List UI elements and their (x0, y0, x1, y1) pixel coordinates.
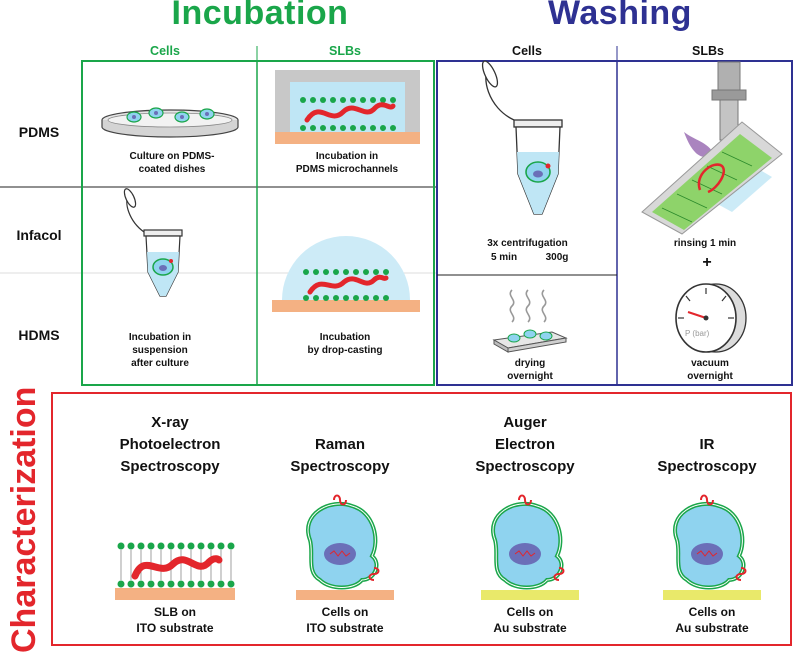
caption-rinsing: rinsing 1 min (673, 238, 737, 249)
eppendorf-tube-illustration (123, 188, 183, 297)
washing-slbs-column-label: SLBs (692, 44, 724, 58)
incubation-cells-column-label: Cells (150, 44, 180, 58)
petri-dish-illustration (101, 107, 239, 138)
drop-casting-illustration (272, 236, 420, 312)
method-auger: Auger Electron Spectroscopy (475, 414, 575, 475)
pdms-microchannel-illustration (275, 70, 420, 144)
characterization-header: Characterization (5, 386, 43, 653)
ir-cell-illustration (663, 494, 761, 600)
method-raman: Raman Spectroscopy (290, 436, 390, 475)
raman-cell-illustration (296, 494, 394, 600)
method-xps: X-ray Photoelectron Spectroscopy (119, 414, 221, 475)
method-ir: IR Spectroscopy (657, 436, 757, 475)
caption-hdms-cells: Incubation in suspension after culture (128, 332, 192, 369)
centrifuge-tube-illustration (481, 60, 563, 215)
vacuum-gauge-illustration (675, 283, 747, 353)
gauge-scale-label: P (bar) (685, 329, 710, 338)
drying-illustration (492, 289, 568, 353)
row-label-pdms: PDMS (18, 124, 60, 140)
auger-cell-illustration (481, 494, 579, 600)
rinsing-nozzle-illustration (641, 61, 783, 235)
caption-pdms-cells: Culture on PDMS- coated dishes (129, 151, 215, 175)
row-label-hdms: HDMS (18, 327, 60, 343)
sample-auger: Cells on Au substrate (493, 605, 567, 635)
incubation-header: Incubation (171, 0, 349, 32)
caption-drying: drying overnight (507, 358, 553, 382)
caption-hdms-slbs: Incubation by drop-casting (307, 332, 383, 356)
caption-vacuum: vacuum overnight (687, 358, 733, 382)
caption-centrifugation-time: 5 min (490, 252, 518, 263)
incubation-slbs-column-label: SLBs (329, 44, 361, 58)
washing-cells-column-label: Cells (512, 44, 542, 58)
sample-ir: Cells on Au substrate (675, 605, 749, 635)
washing-header: Washing (548, 0, 692, 32)
caption-pdms-slbs: Incubation in PDMS microchannels (295, 151, 399, 175)
caption-centrifugation-speed: 300g (545, 252, 569, 263)
sample-raman: Cells on ITO substrate (306, 605, 384, 635)
sample-xps: SLB on ITO substrate (136, 605, 214, 635)
xps-slb-illustration (115, 542, 235, 600)
caption-centrifugation: 3x centrifugation (487, 238, 568, 249)
row-label-infacol: Infacol (16, 227, 62, 243)
plus-sign: + (702, 254, 712, 271)
